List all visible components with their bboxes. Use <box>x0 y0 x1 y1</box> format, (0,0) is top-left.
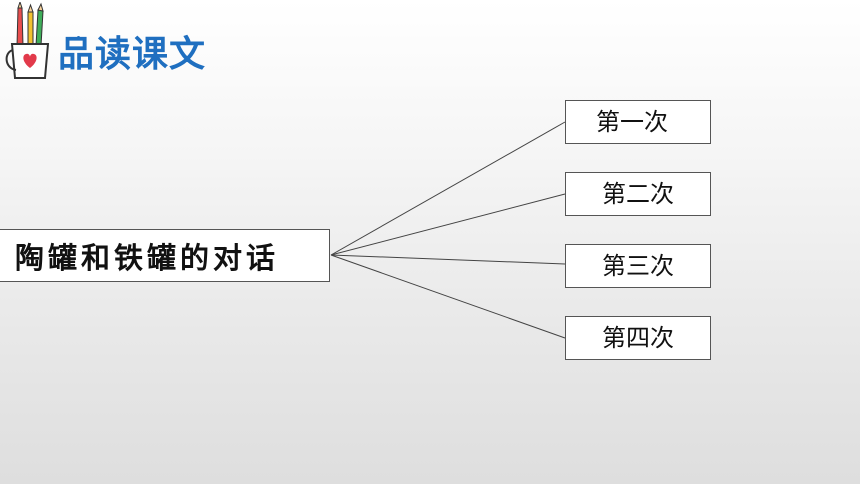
branch-node-2: 第二次 <box>565 172 711 216</box>
branch-node-3: 第三次 <box>565 244 711 288</box>
connector-line-2 <box>330 193 566 256</box>
decorative-dot <box>77 36 80 39</box>
root-node: 陶罐和铁罐的对话 <box>0 229 330 282</box>
connector-line-3 <box>330 254 566 265</box>
header: 品读课文 <box>0 0 400 90</box>
branch-node-4: 第四次 <box>565 316 711 360</box>
pencil-cup-icon <box>5 2 50 79</box>
connector-line-4 <box>330 254 566 339</box>
page-title: 品读课文 <box>58 34 207 75</box>
connector-line-1 <box>330 121 566 256</box>
branch-node-1: 第一次 <box>565 100 711 144</box>
